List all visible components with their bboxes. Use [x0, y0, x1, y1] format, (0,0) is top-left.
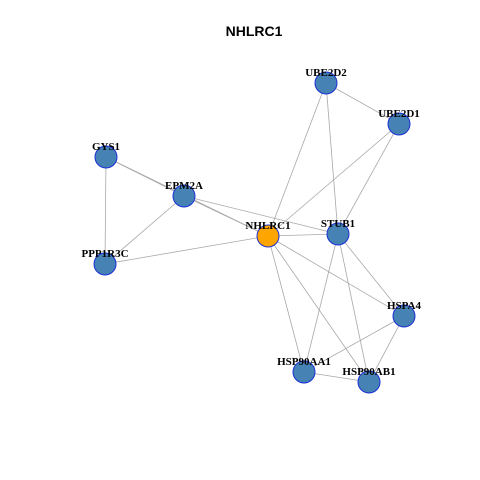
edge-nhlrc1-hsp90ab1: [267, 235, 370, 383]
edge-ube2d1-stub1: [337, 123, 400, 235]
node-label-nhlrc1: NHLRC1: [245, 220, 290, 232]
edge-hspa4-hsp90ab1: [368, 315, 405, 383]
node-hsp90ab1[interactable]: [357, 370, 381, 394]
node-label-ube2d1: UBE2D1: [378, 108, 420, 120]
node-ube2d1[interactable]: [387, 112, 411, 136]
edge-epm2a-stub1: [183, 195, 339, 235]
node-label-epm2a: EPM2A: [165, 180, 203, 192]
node-epm2a[interactable]: [172, 184, 196, 208]
edge-nhlrc1-hsp90aa1: [267, 235, 305, 373]
edge-ube2d2-stub1: [325, 82, 339, 235]
node-label-stub1: STUB1: [321, 218, 355, 230]
nodes-layer: [93, 71, 416, 394]
edge-ube2d2-ube2d1: [325, 82, 400, 125]
edge-stub1-hsp90aa1: [303, 233, 339, 373]
node-label-hsp90aa1: HSP90AA1: [277, 356, 331, 368]
node-nhlrc1[interactable]: [256, 224, 280, 248]
edge-ube2d2-nhlrc1: [267, 82, 327, 237]
node-label-ube2d2: UBE2D2: [305, 67, 347, 79]
node-hspa4[interactable]: [392, 304, 416, 328]
edge-ppp1r3c-nhlrc1: [104, 235, 269, 265]
edge-stub1-hsp90ab1: [337, 233, 370, 383]
node-gys1[interactable]: [94, 145, 118, 169]
edge-ube2d1-nhlrc1: [267, 123, 400, 237]
edge-hspa4-hsp90aa1: [303, 315, 405, 373]
edges-layer: [104, 82, 405, 383]
node-label-hsp90ab1: HSP90AB1: [342, 366, 395, 378]
edge-epm2a-nhlrc1: [183, 195, 269, 237]
edge-nhlrc1-stub1: [267, 233, 339, 237]
node-hsp90aa1[interactable]: [292, 360, 316, 384]
node-label-gys1: GYS1: [92, 141, 120, 153]
node-ppp1r3c[interactable]: [93, 252, 117, 276]
edge-stub1-hspa4: [337, 233, 405, 317]
diagram-title: NHLRC1: [226, 23, 283, 39]
edge-gys1-ppp1r3c: [104, 156, 107, 265]
edge-nhlrc1-hspa4: [267, 235, 405, 317]
node-label-ppp1r3c: PPP1R3C: [81, 248, 128, 260]
node-stub1[interactable]: [326, 222, 350, 246]
node-ube2d2[interactable]: [314, 71, 338, 95]
edge-epm2a-ppp1r3c: [104, 195, 185, 265]
node-label-hspa4: HSPA4: [387, 300, 422, 312]
